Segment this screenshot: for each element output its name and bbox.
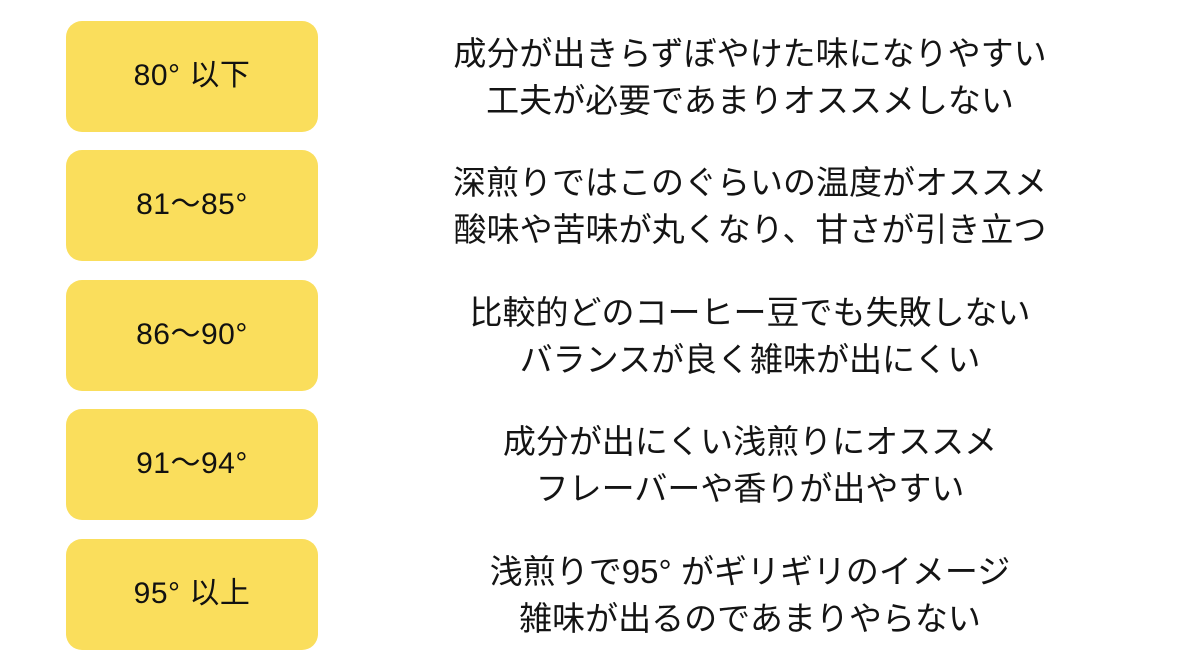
temperature-range-label: 81〜85° <box>136 187 248 221</box>
temperature-range-label: 80° 以下 <box>133 58 251 92</box>
description-line: 工夫が必要であまりオススメしない <box>486 81 1014 119</box>
temperature-range-pill: 80° 以下 <box>66 21 318 132</box>
description-block: 成分が出きらずぼやけた味になりやすい 工夫が必要であまりオススメしない <box>400 21 1100 132</box>
description-block: 比較的どのコーヒー豆でも失敗しない バランスが良く雑味が出にくい <box>400 280 1100 391</box>
description-block: 浅煎りで95° がギリギリのイメージ 雑味が出るのであまりやらない <box>400 539 1100 650</box>
description-block: 成分が出にくい浅煎りにオススメ フレーバーや香りが出やすい <box>400 409 1100 520</box>
temperature-range-pill: 81〜85° <box>66 150 318 261</box>
description-line: 比較的どのコーヒー豆でも失敗しない <box>469 293 1031 331</box>
table-row: 86〜90° 比較的どのコーヒー豆でも失敗しない バランスが良く雑味が出にくい <box>0 280 1200 391</box>
description-line: 酸味や苦味が丸くなり、甘さが引き立つ <box>453 210 1047 248</box>
temperature-range-pill: 91〜94° <box>66 409 318 520</box>
description-line: バランスが良く雑味が出にくい <box>519 340 981 378</box>
temperature-range-pill: 95° 以上 <box>66 539 318 650</box>
table-row: 91〜94° 成分が出にくい浅煎りにオススメ フレーバーや香りが出やすい <box>0 409 1200 520</box>
table-row: 80° 以下 成分が出きらずぼやけた味になりやすい 工夫が必要であまりオススメし… <box>0 21 1200 132</box>
description-line: 成分が出にくい浅煎りにオススメ <box>502 422 998 460</box>
description-block: 深煎りではこのぐらいの温度がオススメ 酸味や苦味が丸くなり、甘さが引き立つ <box>400 150 1100 261</box>
description-line: フレーバーや香りが出やすい <box>535 469 965 507</box>
temperature-range-pill: 86〜90° <box>66 280 318 391</box>
temperature-range-label: 91〜94° <box>136 446 248 480</box>
description-line: 雑味が出るのであまりやらない <box>519 599 981 637</box>
description-line: 成分が出きらずぼやけた味になりやすい <box>453 34 1047 72</box>
description-line: 深煎りではこのぐらいの温度がオススメ <box>453 163 1047 201</box>
temperature-range-label: 86〜90° <box>136 317 248 351</box>
description-line: 浅煎りで95° がギリギリのイメージ <box>489 552 1011 590</box>
table-row: 81〜85° 深煎りではこのぐらいの温度がオススメ 酸味や苦味が丸くなり、甘さが… <box>0 150 1200 261</box>
temperature-range-label: 95° 以上 <box>133 576 251 610</box>
table-row: 95° 以上 浅煎りで95° がギリギリのイメージ 雑味が出るのであまりやらない <box>0 539 1200 650</box>
